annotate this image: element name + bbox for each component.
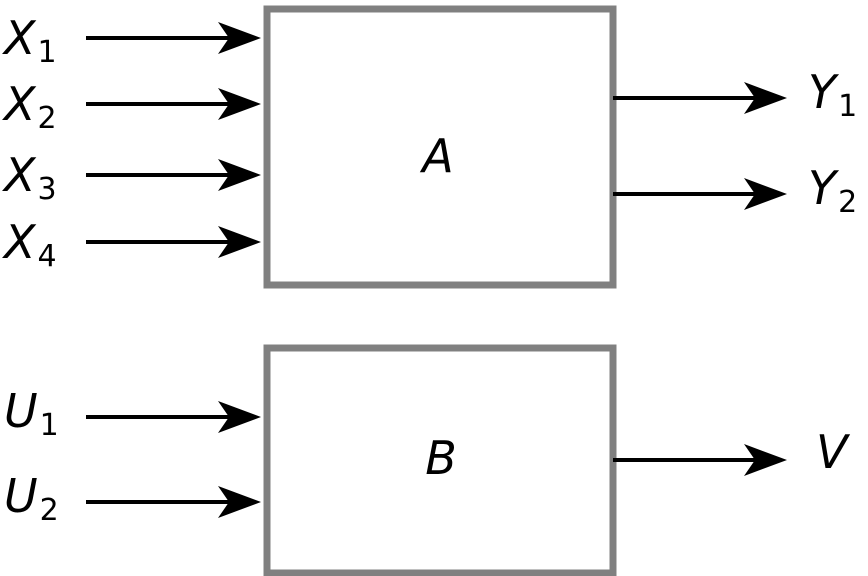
label-x2: X2 bbox=[2, 77, 57, 136]
block-a: A bbox=[263, 5, 617, 289]
arrow-x3 bbox=[86, 159, 261, 191]
arrow-x2 bbox=[86, 88, 261, 120]
block-b-label: B bbox=[425, 431, 457, 485]
label-y2: Y2 bbox=[808, 161, 857, 220]
label-x1: X1 bbox=[2, 11, 57, 70]
block-a-label: A bbox=[419, 129, 453, 183]
label-v: V bbox=[816, 425, 851, 479]
arrow-x1 bbox=[86, 22, 261, 54]
block-b: B bbox=[263, 344, 617, 576]
arrow-y2 bbox=[613, 178, 787, 210]
arrow-x4 bbox=[86, 226, 261, 258]
block-a-box bbox=[263, 5, 617, 289]
arrow-y1 bbox=[613, 82, 787, 114]
arrow-u1 bbox=[86, 401, 261, 433]
label-u1: U1 bbox=[4, 384, 59, 443]
arrow-v bbox=[613, 444, 787, 476]
block-b-box bbox=[263, 344, 617, 576]
arrow-u2 bbox=[86, 486, 261, 518]
label-x3: X3 bbox=[2, 148, 57, 207]
label-x4: X4 bbox=[2, 215, 57, 274]
label-u2: U2 bbox=[4, 469, 59, 528]
label-y1: Y1 bbox=[808, 65, 857, 124]
